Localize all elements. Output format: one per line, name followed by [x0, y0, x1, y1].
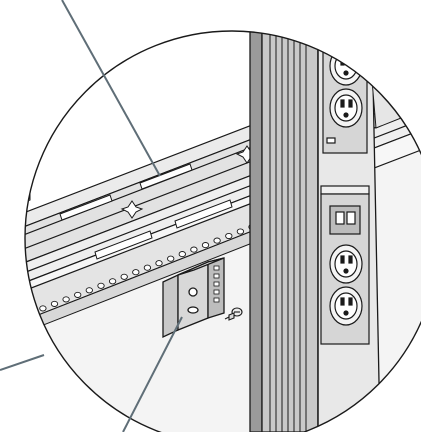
screw — [224, 307, 243, 321]
rail-hole — [132, 269, 140, 276]
magnified-view-circle — [24, 30, 421, 432]
rail-hole — [225, 232, 233, 240]
rail-hole — [62, 296, 70, 303]
outlet-module-lower — [320, 185, 370, 345]
rail-hole — [50, 300, 59, 307]
rail-hole — [201, 242, 210, 249]
rail-hole — [39, 305, 47, 312]
rail-hole — [16, 315, 22, 320]
rail-hole — [74, 291, 82, 298]
rail-hole — [236, 228, 245, 235]
rail-hole — [108, 278, 117, 285]
rail-hole — [155, 260, 163, 267]
outlet-module-upper — [322, 34, 368, 154]
bracket-slot — [59, 163, 233, 260]
callout-lines — [0, 0, 183, 432]
rail-hole — [120, 273, 128, 280]
rail-hole — [143, 264, 152, 271]
rail-tab — [25, 183, 31, 209]
rail-hole — [213, 237, 221, 244]
rail-hole — [167, 255, 175, 262]
rail-hole — [178, 251, 186, 258]
callout-line-slot — [61, 0, 161, 177]
rail-hole — [5, 319, 11, 324]
rack-rail-right — [371, 59, 421, 129]
rail-hole — [27, 309, 35, 317]
rail-hole — [190, 246, 198, 253]
callout-line-bracket — [122, 316, 183, 432]
mounting-bracket — [162, 257, 225, 339]
callout-line-magnifier — [0, 354, 45, 371]
magnified-view-content — [5, 31, 421, 432]
rail-hole — [97, 282, 105, 289]
rail-hole — [85, 287, 93, 294]
